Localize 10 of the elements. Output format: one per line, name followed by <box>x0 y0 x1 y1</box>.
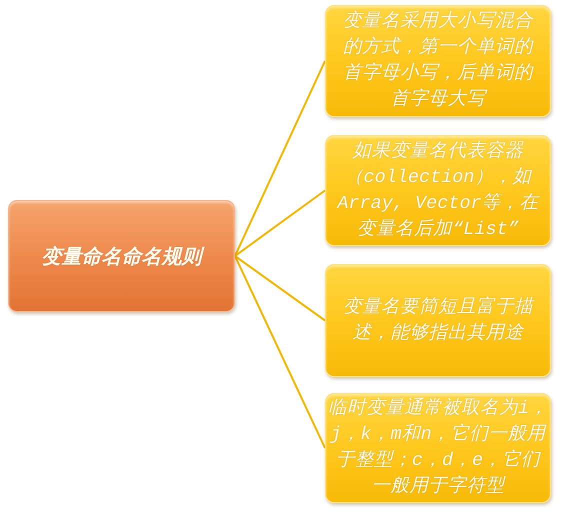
box-text: 变量名要简短且富于描述，能够指出其用途 <box>342 295 536 346</box>
connector-line <box>234 60 326 256</box>
box-text: 变量名采用大小写混合的方式，第一个单词的首字母小写，后单词的首字母大写 <box>342 10 535 112</box>
connector-line <box>234 256 326 448</box>
box-text: 临时变量通常被取名为i，j，k，m和n，它们一般用于整型；c，d，e，它们一般用于字符型 <box>327 396 549 499</box>
connector-line <box>234 255 326 322</box>
topic-box <box>8 200 235 312</box>
box-text: 变量命名命名规则 <box>17 243 226 269</box>
connector-line <box>234 190 326 257</box>
box-text: 如果变量名代表容器（collection），如Array, Vector等，在变量名后加“List” <box>336 139 541 242</box>
